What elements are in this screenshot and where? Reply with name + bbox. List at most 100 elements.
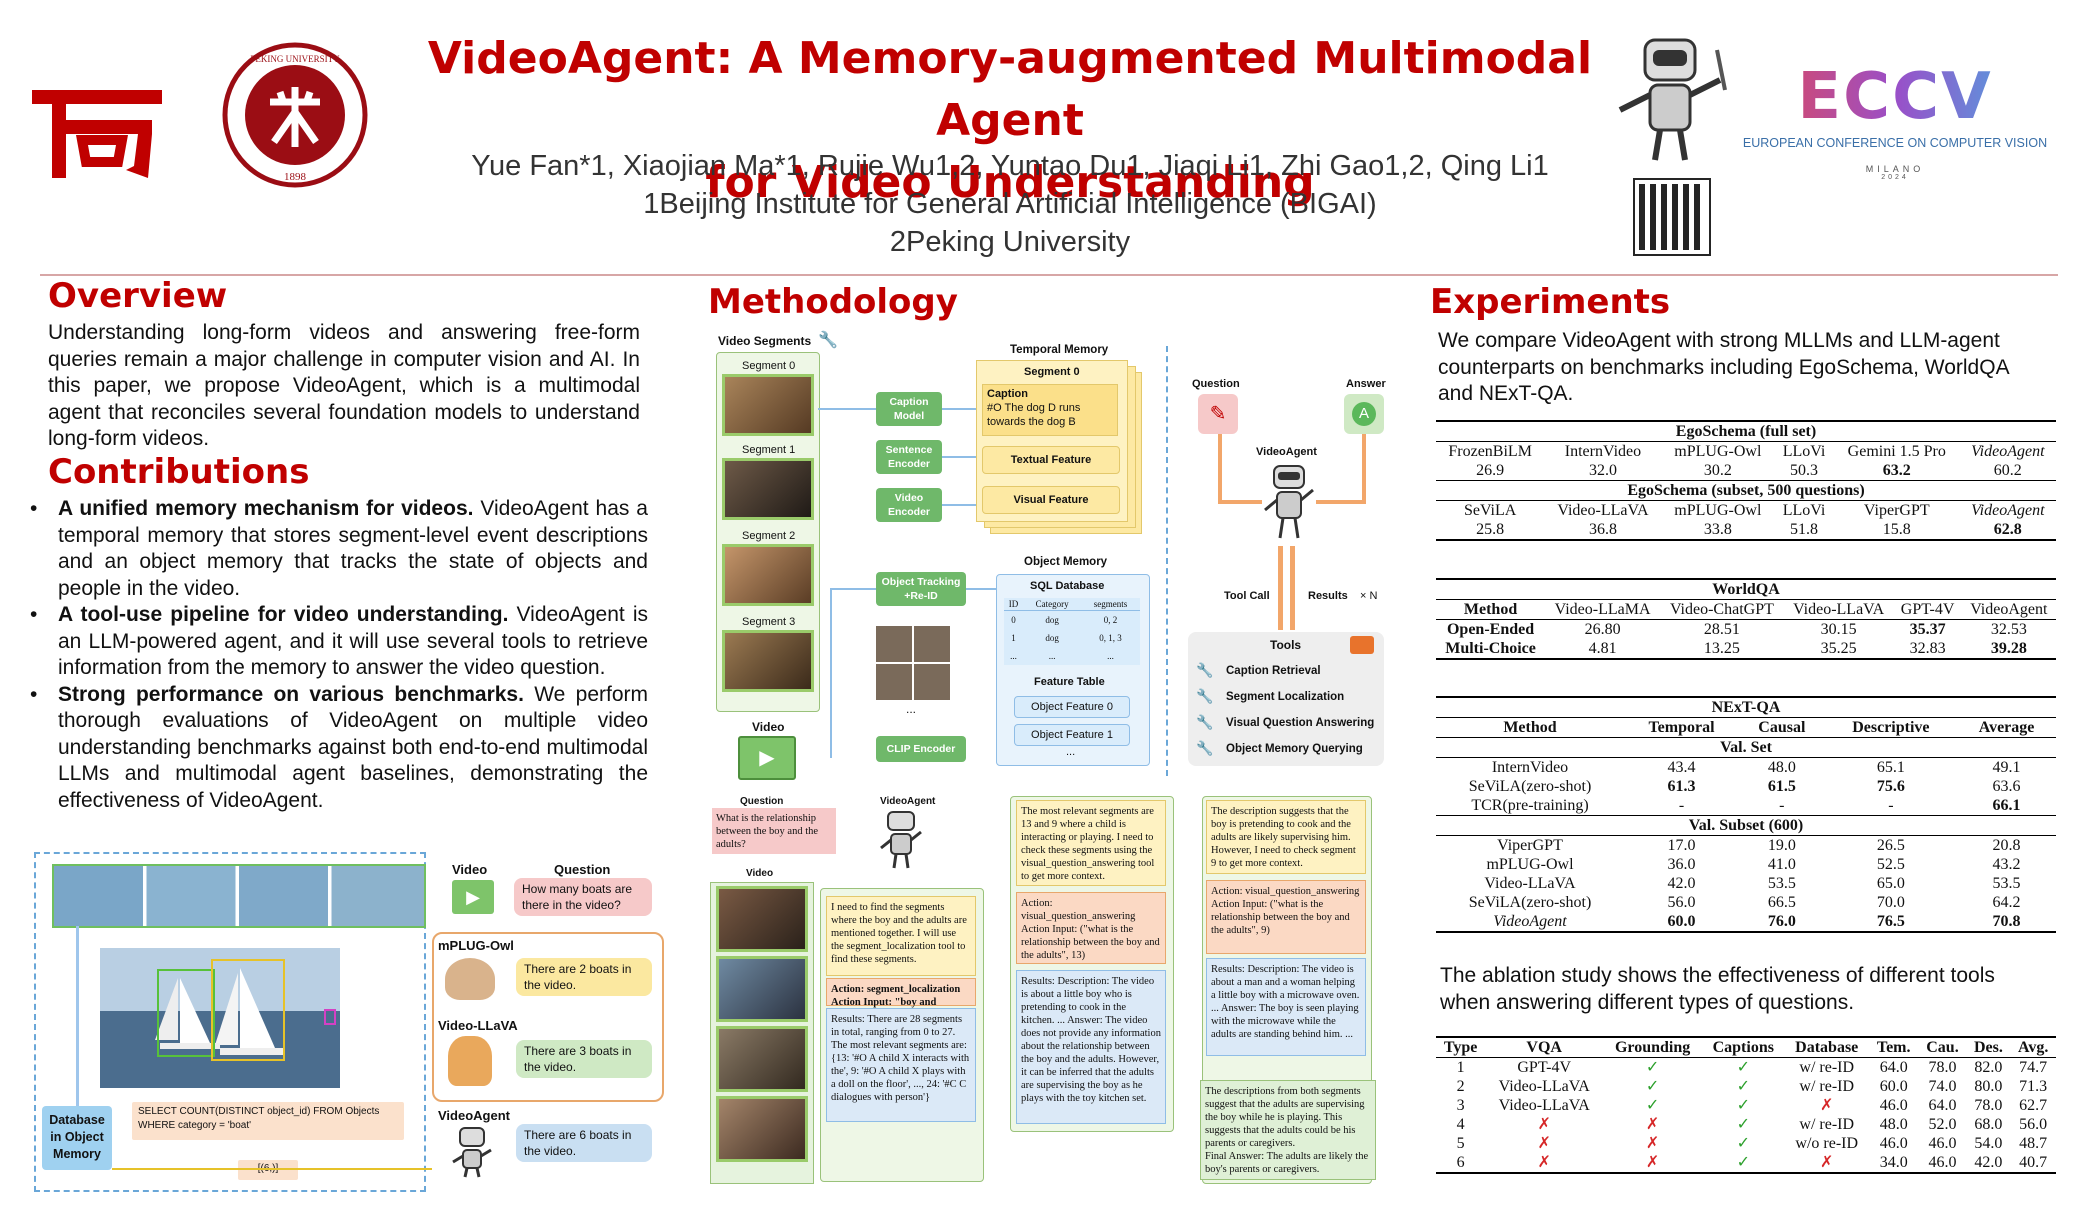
example-video-label: Video — [746, 868, 774, 879]
trace-action: Action: visual_question_answering Action… — [1206, 880, 1366, 954]
video-frame — [716, 1096, 808, 1162]
overview-title: Overview — [48, 276, 228, 316]
segment-label: Segment 2 — [742, 530, 796, 542]
robot-icon — [878, 810, 924, 870]
arrow — [1290, 546, 1295, 630]
arrow — [942, 456, 976, 458]
owl-avatar — [445, 958, 495, 1000]
arrow — [1316, 500, 1364, 504]
svg-text:1898: 1898 — [284, 171, 307, 183]
wrench-icon: 🔧 — [1196, 714, 1214, 730]
wrench-icon: 🔧 — [818, 332, 838, 349]
contribution-item: A unified memory mechanism for videos. V… — [28, 496, 648, 602]
arrow — [942, 504, 976, 506]
sentence-encoder-box: Sentence Encoder — [876, 440, 942, 474]
example-question-label: Question — [740, 796, 784, 807]
bigai-logo — [22, 70, 172, 185]
wrench-icon: 🔧 — [1196, 662, 1214, 678]
tool-item: Visual Question Answering — [1226, 717, 1375, 729]
videoagent-robot-icon — [450, 1126, 494, 1178]
arrow — [818, 408, 876, 410]
arrow — [112, 1168, 432, 1170]
answer-bubble: There are 3 boats in the video. — [516, 1040, 652, 1078]
segment-label: Segment 0 — [742, 360, 796, 372]
object-feature: Object Feature 0 — [1014, 696, 1130, 718]
arrow — [1218, 500, 1262, 504]
tm-textual-feature: Textual Feature — [982, 446, 1120, 474]
object-crops — [876, 626, 950, 700]
video-frame — [716, 956, 808, 1022]
video-frames-strip — [52, 864, 426, 928]
trace-thought: The description suggests that the boy is… — [1206, 800, 1366, 874]
segment-label: Segment 1 — [742, 444, 796, 456]
table-row: ......... — [1010, 651, 1114, 661]
trace-thought: The most relevant segments are 13 and 9 … — [1016, 800, 1166, 886]
example-agent-label: VideoAgent — [880, 796, 936, 807]
sql-result: [(6,)] — [238, 1160, 298, 1180]
ellipsis: ... — [1066, 746, 1076, 758]
experiments-intro: We compare VideoAgent with strong MLLMs … — [1438, 329, 2009, 405]
arrow — [830, 588, 832, 758]
svg-text:PEKING UNIVERSITY: PEKING UNIVERSITY — [250, 54, 340, 64]
sql-database-label: SQL Database — [1030, 580, 1105, 592]
clip-encoder-box: CLIP Encoder — [876, 736, 966, 762]
demo-question-label: Question — [554, 862, 611, 877]
model-name: VideoAgent — [438, 1108, 510, 1123]
segment-frame — [722, 544, 814, 606]
question-icon: ✎ — [1198, 394, 1238, 434]
affiliation-1: 1Beijing Institute for General Artificia… — [643, 188, 1377, 220]
database-box: Database in Object Memory — [42, 1106, 112, 1170]
wrench-icon: 🔧 — [1196, 740, 1214, 756]
arrow — [830, 588, 876, 590]
trace-final-answer: The descriptions from both segments sugg… — [1200, 1080, 1376, 1180]
arrow — [1218, 434, 1222, 502]
object-tracking-box: Object Tracking +Re-ID — [876, 572, 966, 606]
trace-action: Action: visual_question_answering Action… — [1016, 892, 1166, 964]
tools-box — [1188, 632, 1384, 766]
robot-icon — [1262, 462, 1316, 542]
segment-label: Segment 3 — [742, 616, 796, 628]
video-icon: ▶ — [738, 736, 796, 780]
tool-call-label: Tool Call — [1224, 590, 1270, 602]
methodology-title: Methodology — [708, 282, 958, 322]
video-segments-label: Video Segments — [718, 334, 812, 348]
overview-text: Understanding long-form videos and answe… — [48, 321, 640, 450]
toolbox-icon — [1350, 636, 1374, 654]
contribution-item: A tool-use pipeline for video understand… — [28, 602, 648, 682]
sql-query: SELECT COUNT(DISTINCT object_id) FROM Ob… — [132, 1102, 404, 1140]
demo-figure — [34, 852, 426, 1192]
llava-avatar — [448, 1036, 492, 1086]
header-divider — [40, 274, 2058, 276]
tm-visual-feature: Visual Feature — [982, 486, 1120, 514]
segment-frame — [722, 630, 814, 692]
pku-logo: PEKING UNIVERSITY 1898 — [222, 42, 368, 188]
eccv-logo: ECCV EUROPEAN CONFERENCE ON COMPUTER VIS… — [1735, 60, 2055, 220]
model-name: Video-LLaVA — [438, 1018, 518, 1033]
contributions-list: A unified memory mechanism for videos. V… — [28, 496, 648, 814]
tool-item: Segment Localization — [1226, 691, 1345, 703]
tool-item: Caption Retrieval — [1226, 665, 1321, 677]
answer-bubble: There are 2 boats in the video. — [516, 958, 652, 996]
answer-label: Answer — [1346, 378, 1386, 390]
wrench-icon: 🔧 — [1196, 688, 1214, 704]
